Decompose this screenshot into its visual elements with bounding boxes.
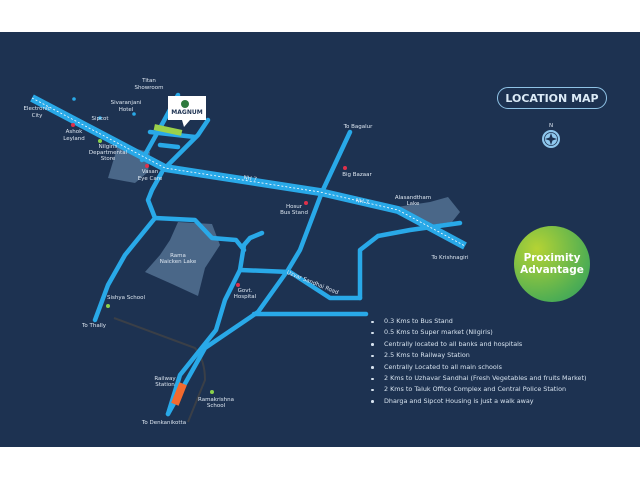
place-label: Titan (141, 78, 156, 84)
place-label: Sishya School (107, 295, 145, 301)
list-item: 0.5 Kms to Super market (Nilgiris) (370, 327, 587, 338)
location-marker-icon (343, 166, 347, 170)
place-label: To Thally (81, 323, 107, 329)
place-label: Eye Care (138, 176, 163, 182)
place-label: Uzvar Sandhai Road (286, 270, 340, 296)
place-label: NH 7 (243, 175, 258, 183)
place-label: Lake (407, 201, 420, 207)
place-label: Big Bazaar (342, 172, 372, 178)
place-label: School (207, 403, 226, 409)
list-item: Centrally Located to all main schools (370, 362, 587, 373)
location-marker-icon (544, 132, 558, 146)
place-label: Railway (154, 376, 176, 382)
place-label: Bus Stand (280, 210, 308, 216)
place-label: To Denkanikotta (141, 420, 186, 426)
place-label: Sivaranjani (111, 100, 142, 106)
list-item: Dharga and Sipcot Housing is just a walk… (370, 396, 587, 407)
compass-icon: N (542, 123, 560, 148)
location-marker-icon (145, 164, 149, 168)
place-label: City (32, 113, 44, 119)
place-label: To Bagalur (343, 124, 374, 130)
list-item: 2 Kms to Uzhavar Sandhai (Fresh Vegetabl… (370, 373, 587, 384)
place-label: Hosur (286, 204, 303, 210)
rama-naicken-lake (145, 222, 220, 296)
place-label: Govt. (238, 288, 253, 294)
place-label: Ashok (66, 129, 83, 135)
magnum-logo: MAGNUM (168, 96, 206, 127)
list-item: 2 Kms to Taluk Office Complex and Centra… (370, 384, 587, 395)
svg-text:MAGNUM: MAGNUM (171, 109, 202, 116)
place-label: Sipcot (91, 116, 109, 122)
place-label: Station (155, 382, 175, 388)
location-map-title: LOCATION MAP (497, 87, 607, 109)
location-marker-icon (304, 201, 308, 205)
location-marker-icon (210, 390, 214, 394)
place-label: Ramakrishna (198, 397, 234, 403)
railway-station-marker (171, 382, 187, 406)
place-label: Naicken Lake (160, 259, 197, 265)
place-label: Departmental (89, 150, 128, 156)
badge-line1: Proximity (523, 252, 581, 264)
list-item: Centrally located to all banks and hospi… (370, 339, 587, 350)
place-label: Alasandtham (395, 195, 431, 201)
list-item: 0.3 Kms to Bus Stand (370, 316, 587, 327)
place-label: Store (101, 156, 116, 162)
badge-line2: Advantage (520, 264, 584, 276)
place-label: Rama (170, 253, 186, 259)
place-label: Hospital (234, 294, 257, 300)
list-item: 2.5 Kms to Railway Station (370, 350, 587, 361)
location-marker-icon (71, 123, 75, 127)
place-label: Hotel (119, 107, 134, 113)
advantages-list: 0.3 Kms to Bus Stand 0.5 Kms to Super ma… (370, 316, 587, 407)
alasandtham-lake (397, 197, 460, 225)
road-network (92, 92, 463, 417)
railway-line (113, 317, 207, 423)
place-label: Showroom (134, 85, 163, 91)
place-label: Electronic (23, 106, 50, 112)
location-marker-icon (236, 283, 240, 287)
location-marker-icon (132, 112, 136, 116)
location-marker-icon (98, 139, 102, 143)
proximity-advantage-badge: Proximity Advantage (514, 226, 590, 302)
place-label: To Krishnagiri (431, 255, 469, 261)
place-label: Vasan (142, 169, 159, 175)
location-marker-icon (72, 97, 76, 101)
place-label: N (549, 123, 553, 129)
place-label: Leyland (63, 136, 84, 142)
place-label: Nilgiris (99, 144, 118, 150)
location-marker-icon (106, 304, 110, 308)
location-marker-icon (98, 116, 102, 120)
place-label: NH 7 (355, 198, 370, 206)
location-marker-icon (181, 100, 189, 108)
site-plot (153, 124, 183, 136)
